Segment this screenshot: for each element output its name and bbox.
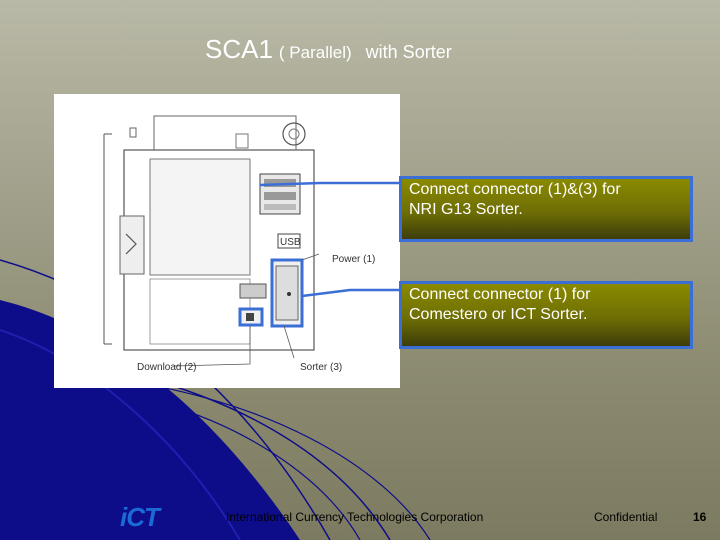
title-sub: ( Parallel) xyxy=(278,43,352,62)
power-label: Power (1) xyxy=(332,254,375,265)
usb-label: USB xyxy=(280,237,301,248)
download-label: Download (2) xyxy=(137,362,196,373)
callout-comestero-sorter: Connect connector (1) for Comestero or I… xyxy=(399,281,693,349)
sorter-label: Sorter (3) xyxy=(300,362,342,373)
callout-2-line-2: Comestero or ICT Sorter. xyxy=(409,306,588,323)
slide-title: SCA1 ( Parallel) with Sorter xyxy=(205,34,452,65)
footer-company: International Currency Technologies Corp… xyxy=(226,510,484,524)
callout-1-line-2: NRI G13 Sorter. xyxy=(409,201,523,218)
title-main: SCA1 xyxy=(205,34,273,64)
callout-1-line-1: Connect connector (1)&(3) for xyxy=(409,181,621,198)
callout-2-line-1: Connect connector (1) for xyxy=(409,286,591,303)
ict-logo: iCT xyxy=(120,502,160,532)
page-number: 16 xyxy=(693,510,707,524)
device-diagram: USB Power (1) Download (2) Sorter (3) xyxy=(54,94,400,388)
callout-nri-sorter: Connect connector (1)&(3) for NRI G13 So… xyxy=(399,176,693,242)
title-with: with Sorter xyxy=(365,42,452,62)
footer-confidential: Confidential xyxy=(594,510,658,524)
